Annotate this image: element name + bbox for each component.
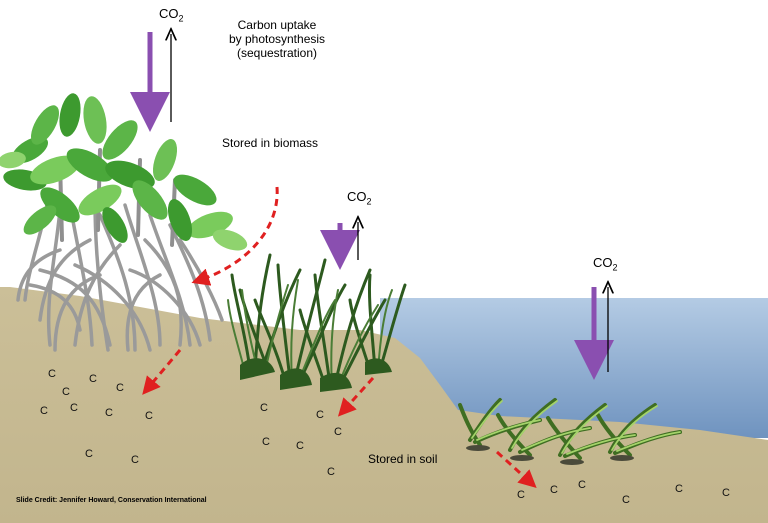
stored-in-soil-label: Stored in soil — [368, 452, 438, 466]
carbon-marker: C — [517, 489, 525, 501]
carbon-marker: C — [622, 494, 630, 506]
co2-label: CO2 — [347, 189, 372, 207]
carbon-marker: C — [62, 386, 70, 398]
carbon-marker: C — [675, 483, 683, 495]
carbon-marker: C — [105, 407, 113, 419]
storage-arrow-icon — [142, 186, 537, 489]
carbon-marker: C — [260, 402, 268, 414]
carbon-marker: C — [48, 368, 56, 380]
seagrass-icon — [458, 398, 682, 465]
carbon-marker: C — [327, 466, 335, 478]
carbon-marker: C — [296, 440, 304, 452]
slide-credit: Slide Credit: Jennifer Howard, Conservat… — [16, 497, 207, 504]
co2-label: CO2 — [593, 255, 618, 273]
carbon-uptake-label: Carbon uptake by photosynthesis (sequest… — [228, 18, 326, 60]
carbon-marker: C — [85, 448, 93, 460]
carbon-marker: C — [40, 405, 48, 417]
co2-label: CO2 — [159, 6, 184, 24]
carbon-marker: C — [550, 484, 558, 496]
carbon-marker: C — [145, 410, 153, 422]
carbon-marker: C — [578, 479, 586, 491]
carbon-marker: C — [89, 373, 97, 385]
carbon-marker: C — [334, 426, 342, 438]
carbon-marker: C — [131, 454, 139, 466]
carbon-marker: C — [262, 436, 270, 448]
carbon-marker: C — [116, 382, 124, 394]
carbon-marker: C — [316, 409, 324, 421]
marsh-grass-icon — [227, 253, 407, 392]
stored-in-biomass-label: Stored in biomass — [222, 136, 319, 150]
carbon-marker: C — [722, 487, 730, 499]
mangrove-tree-icon — [0, 93, 248, 352]
carbon-marker: C — [70, 402, 78, 414]
